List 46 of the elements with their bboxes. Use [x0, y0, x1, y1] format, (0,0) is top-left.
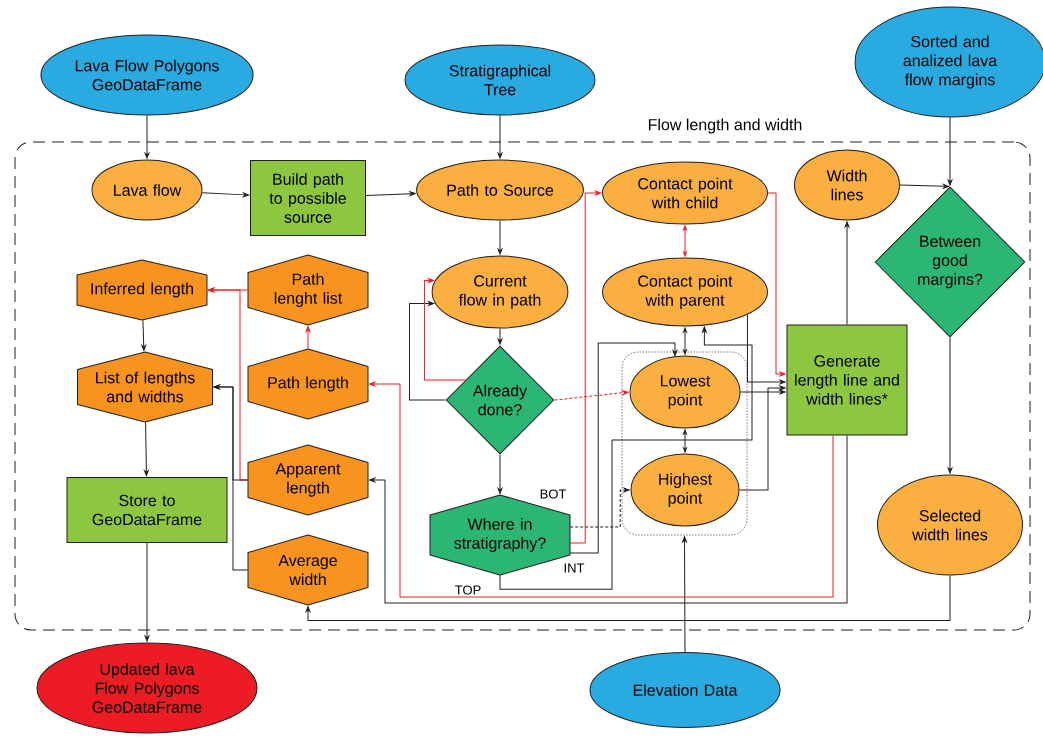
arrow	[305, 326, 311, 350]
hexagon-box: Path lenght list	[247, 254, 369, 326]
arrow	[144, 421, 149, 477]
edge-label: TOP	[453, 584, 483, 596]
arrow	[844, 221, 850, 325]
arrow	[899, 183, 950, 189]
arrow	[213, 384, 249, 571]
arrow	[947, 337, 953, 474]
hexagon-box: List of lengths and widths	[77, 351, 213, 423]
node-label: Flow length and width	[648, 118, 802, 134]
arrow	[369, 381, 834, 598]
process-box: Store to GeoDataFrame	[66, 477, 228, 543]
arrow	[409, 301, 446, 401]
arrow	[569, 342, 678, 554]
arrow	[144, 542, 150, 642]
process-box: Generate length line and width lines*	[786, 324, 908, 436]
arrow	[740, 389, 786, 395]
arrow	[201, 192, 250, 198]
arrow	[423, 278, 466, 381]
arrow	[569, 190, 602, 544]
arrow	[739, 385, 786, 491]
arrow	[682, 536, 687, 653]
arrow	[683, 429, 687, 453]
arrow	[497, 454, 503, 494]
arrow	[554, 390, 629, 401]
hexagon-box: Path length	[247, 348, 369, 420]
arrow	[497, 115, 503, 159]
arrow	[683, 327, 687, 355]
arrow	[947, 117, 953, 186]
arrow	[569, 487, 630, 528]
arrow	[369, 435, 848, 604]
arrow	[499, 326, 753, 590]
process-box: Build path to possible source	[250, 160, 366, 236]
dotted-frame	[621, 351, 748, 536]
hexagon-box: Inferred length	[76, 259, 208, 321]
arrow	[767, 192, 786, 377]
arrow	[365, 191, 416, 197]
arrow	[746, 314, 786, 385]
hexagon-box: Apparent length	[247, 444, 369, 516]
arrow	[141, 319, 147, 351]
arrow	[305, 575, 951, 621]
arrow	[683, 225, 687, 257]
hexagon-box: Average width	[247, 534, 369, 606]
arrow	[497, 220, 503, 255]
arrow	[497, 328, 503, 345]
arrow	[144, 115, 150, 159]
